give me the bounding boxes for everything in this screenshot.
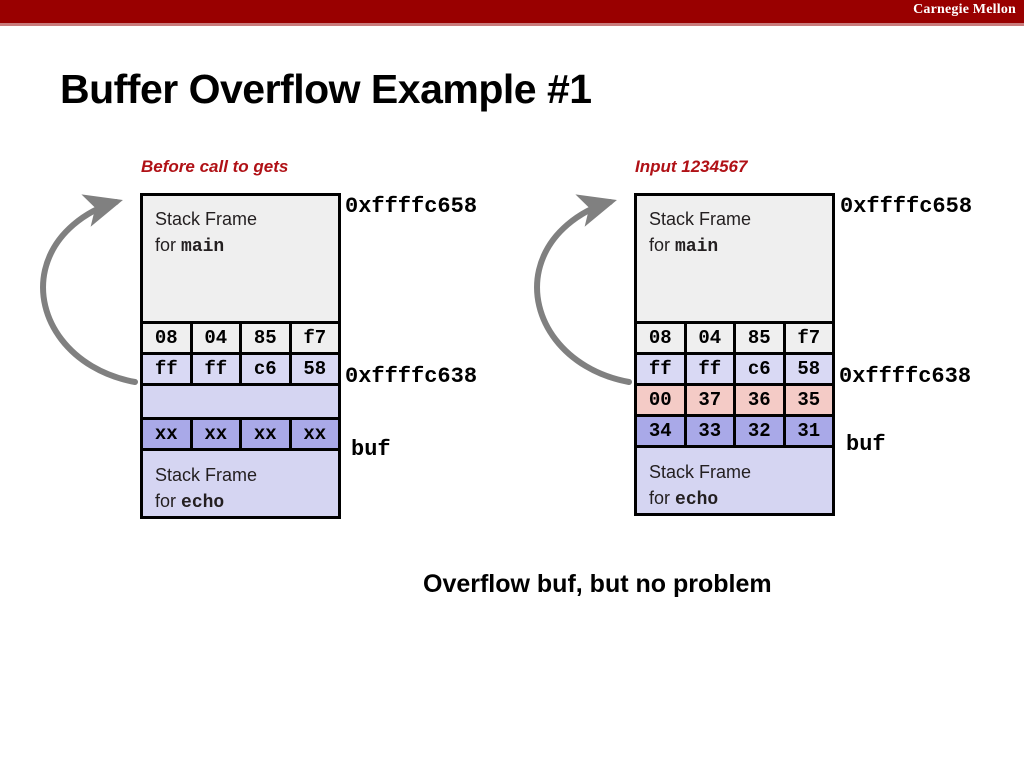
echo-frame-fn-right: echo: [675, 490, 719, 511]
byte-cell: ff: [192, 355, 242, 386]
main-frame-box-left: Stack Frame for main: [140, 193, 341, 321]
byte-row-overflow-right: 00 37 36 35: [634, 386, 835, 417]
address-label-mid-left: 0xffffc638: [345, 364, 478, 389]
echo-frame-box-left: Stack Frame for echo: [140, 451, 341, 519]
echo-frame-line1-right: Stack Frame: [649, 462, 752, 482]
byte-cell: 58: [785, 355, 832, 386]
byte-cell: 31: [785, 417, 832, 448]
byte-cell: ff: [143, 355, 193, 386]
byte-cell: f7: [785, 324, 832, 355]
byte-cell: xx: [242, 420, 292, 451]
byte-cell: 32: [736, 417, 786, 448]
brand-banner-rule: [0, 23, 1024, 26]
echo-frame-line2-left: for echo: [155, 488, 326, 516]
main-frame-line1-right: Stack Frame: [649, 209, 752, 229]
echo-frame-prefix-right: for: [649, 488, 676, 509]
byte-cell: ff: [686, 355, 736, 386]
echo-frame-line2-right: for echo: [649, 485, 820, 513]
return-pointer-arrow-right: [534, 194, 632, 385]
byte-row-blank-left: [140, 386, 341, 420]
byte-cell: 00: [637, 386, 687, 417]
byte-row-buf-left: xx xx xx xx: [140, 420, 341, 451]
byte-cell: 85: [242, 324, 292, 355]
echo-frame-prefix-left: for: [155, 491, 182, 512]
byte-row-return-addr-right: ff ff c6 58: [634, 355, 835, 386]
echo-frame-line1-left: Stack Frame: [155, 465, 258, 485]
main-frame-fn-right: main: [675, 237, 719, 258]
byte-cell: 33: [686, 417, 736, 448]
buf-label-left: buf: [351, 437, 391, 462]
byte-cell: 85: [736, 324, 786, 355]
main-frame-line2-left: for main: [155, 232, 326, 260]
byte-cell: 58: [291, 355, 338, 386]
byte-row-saved-high-left: 08 04 85 f7: [140, 321, 341, 355]
bottom-note: Overflow buf, but no problem: [423, 570, 772, 598]
caption-input: Input 1234567: [635, 157, 748, 176]
address-label-top-left: 0xffffc658: [345, 194, 478, 219]
echo-frame-fn-left: echo: [181, 493, 225, 514]
byte-cell: 08: [143, 324, 193, 355]
main-frame-prefix-left: for: [155, 235, 182, 256]
stack-diagram-before: Stack Frame for main 08 04 85 f7 ff ff c…: [140, 193, 341, 519]
byte-cell: 36: [736, 386, 786, 417]
byte-cell: f7: [291, 324, 338, 355]
stack-diagram-input: Stack Frame for main 08 04 85 f7 ff ff c…: [634, 193, 835, 516]
main-frame-line1-left: Stack Frame: [155, 209, 258, 229]
byte-row-return-addr-left: ff ff c6 58: [140, 355, 341, 386]
byte-cell: c6: [736, 355, 786, 386]
buf-label-right: buf: [846, 432, 886, 457]
address-label-top-right: 0xffffc658: [840, 194, 973, 219]
page-title: Buffer Overflow Example #1: [60, 66, 592, 112]
byte-row-buf-right: 34 33 32 31: [634, 417, 835, 448]
byte-cell: xx: [143, 420, 193, 451]
main-frame-prefix-right: for: [649, 235, 676, 256]
caption-before-call: Before call to gets: [141, 157, 289, 176]
main-frame-line2-right: for main: [649, 232, 820, 260]
byte-cell: 08: [637, 324, 687, 355]
return-pointer-arrow-left: [40, 194, 138, 385]
byte-cell: xx: [192, 420, 242, 451]
main-frame-box-right: Stack Frame for main: [634, 193, 835, 321]
main-frame-fn-left: main: [181, 237, 225, 258]
byte-cell: ff: [637, 355, 687, 386]
byte-cell: 35: [785, 386, 832, 417]
byte-row-saved-high-right: 08 04 85 f7: [634, 321, 835, 355]
byte-cell: 04: [192, 324, 242, 355]
echo-frame-box-right: Stack Frame for echo: [634, 448, 835, 516]
byte-cell: c6: [242, 355, 292, 386]
address-label-mid-right: 0xffffc638: [839, 364, 972, 389]
brand-name: Carnegie Mellon: [913, 2, 1016, 17]
byte-cell: 34: [637, 417, 687, 448]
byte-cell: xx: [291, 420, 338, 451]
byte-cell: 37: [686, 386, 736, 417]
brand-banner: [0, 0, 1024, 23]
byte-cell: 04: [686, 324, 736, 355]
